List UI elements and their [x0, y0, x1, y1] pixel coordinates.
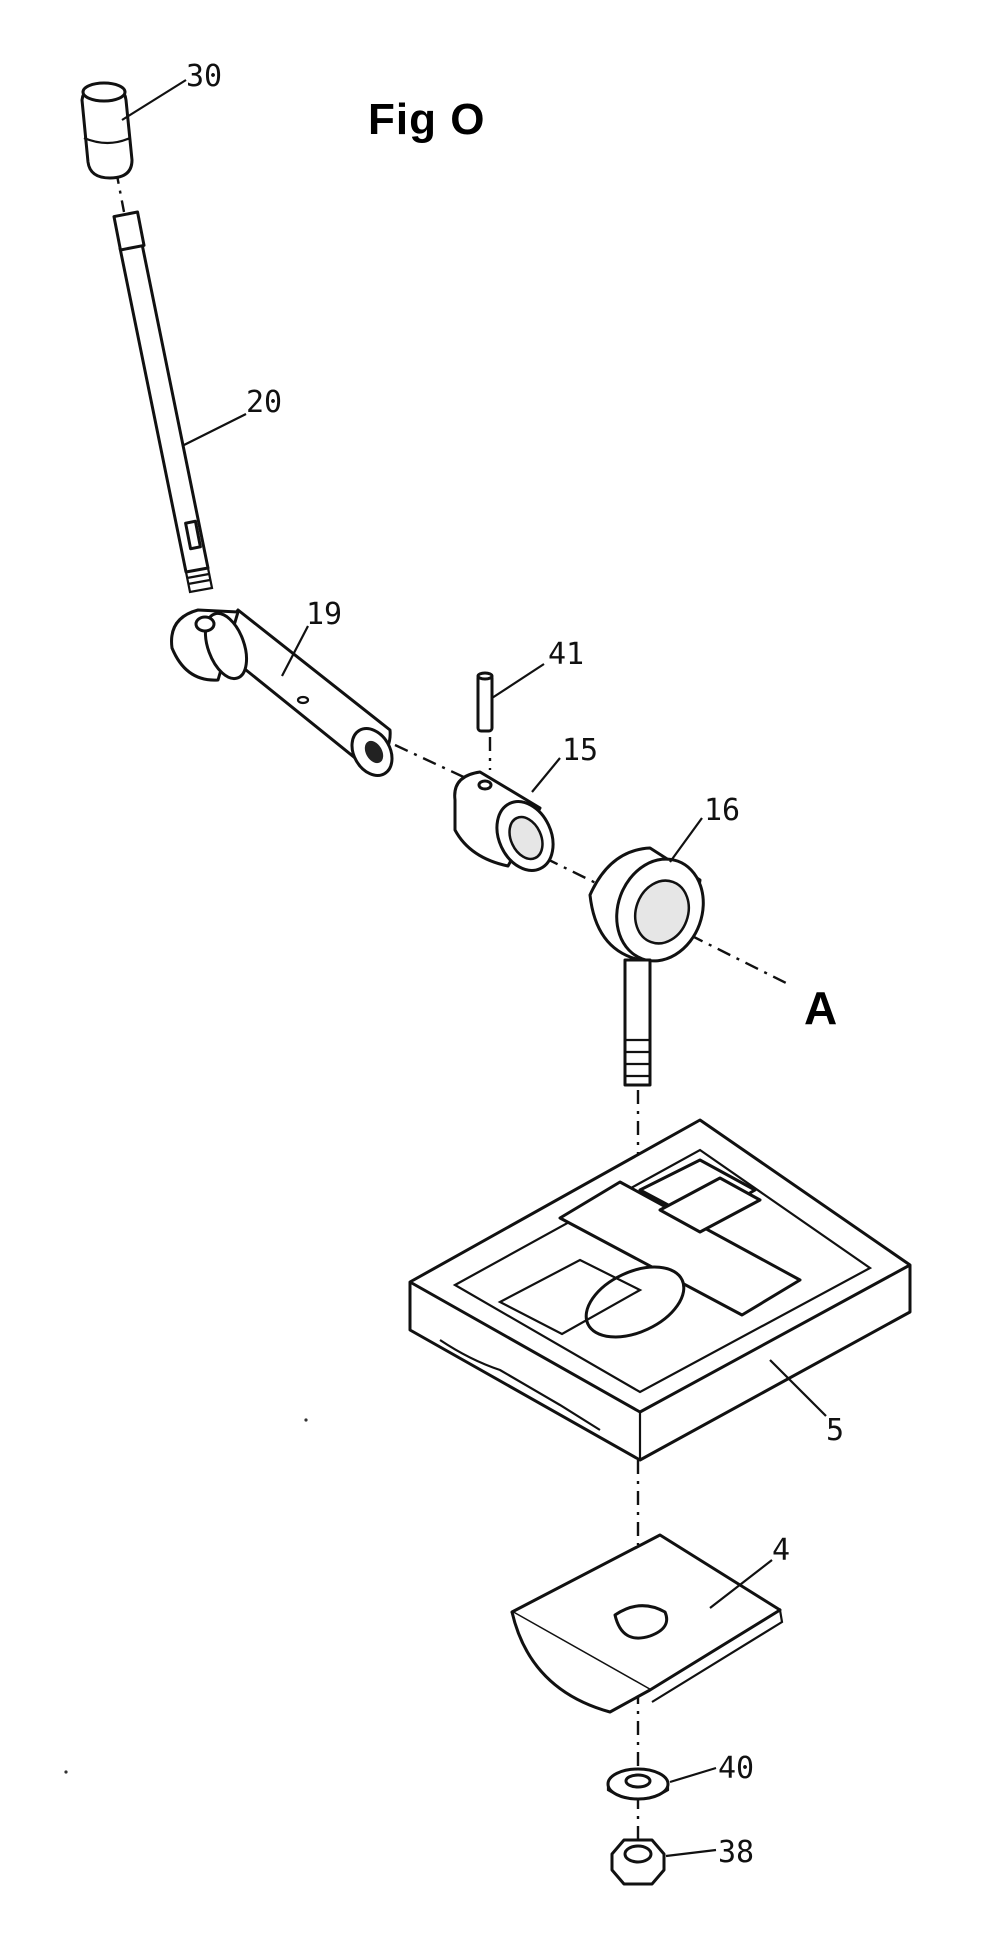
axis-shaft-collar	[394, 743, 471, 782]
leader-30	[121, 79, 187, 121]
leader-5	[769, 1359, 827, 1417]
eye-bolt-icon	[588, 846, 705, 1087]
callout-16: 16	[704, 793, 740, 828]
callout-30: 30	[186, 59, 222, 94]
collar-icon	[453, 770, 555, 872]
axis-collar-eye	[544, 856, 611, 892]
handle-rod-icon	[112, 210, 214, 594]
pivot-shaft-icon	[170, 608, 394, 777]
axis-A	[689, 933, 791, 987]
callout-20: 20	[246, 385, 282, 420]
callout-4: 4	[772, 1533, 790, 1568]
callout-40: 40	[718, 1751, 754, 1786]
leader-20	[181, 413, 247, 447]
leader-4	[709, 1559, 773, 1609]
leader-38	[665, 1848, 717, 1858]
speck	[64, 1770, 68, 1774]
figure-title: Fig O	[368, 95, 485, 144]
leader-41	[491, 663, 545, 699]
speck	[304, 1418, 308, 1422]
callout-15: 15	[562, 733, 598, 768]
callout-5: 5	[826, 1413, 844, 1448]
callout-38: 38	[718, 1835, 754, 1870]
hex-nut-icon	[610, 1838, 666, 1886]
leader-16	[669, 817, 703, 863]
callout-41: 41	[548, 637, 584, 672]
vise-base-icon	[408, 1118, 912, 1462]
leader-15	[531, 757, 561, 793]
clamp-plate-icon	[510, 1533, 784, 1714]
axis-label-A: A	[804, 982, 837, 1034]
leader-40	[669, 1766, 717, 1784]
pin-icon	[476, 671, 494, 733]
leader-19	[281, 625, 309, 677]
washer-icon	[606, 1767, 670, 1801]
knob-icon	[80, 81, 134, 180]
callout-19: 19	[306, 597, 342, 632]
